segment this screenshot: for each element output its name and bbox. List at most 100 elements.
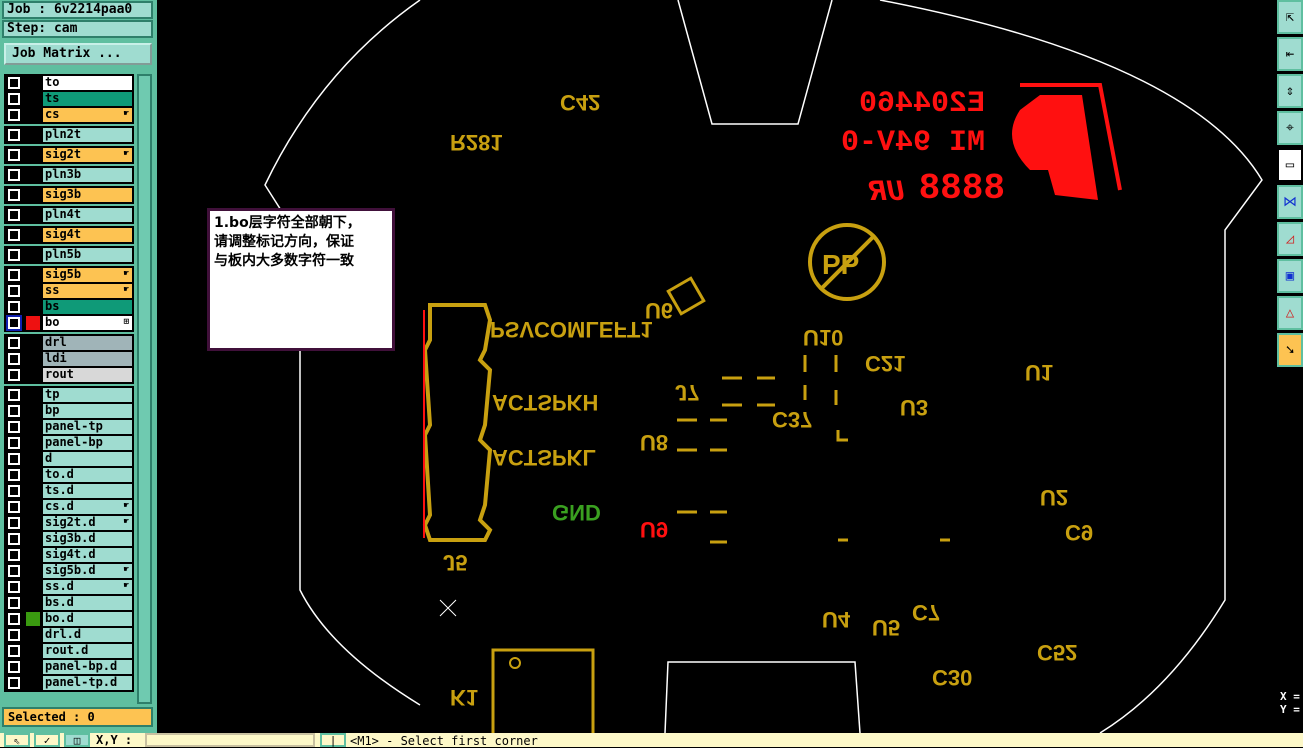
layer-name[interactable]: rout.d [43, 644, 132, 658]
layer-row-pln5b[interactable]: pln5b [6, 247, 132, 263]
layer-row-sig3b.d[interactable]: sig3b.d [6, 531, 132, 547]
work-layer-indicator[interactable] [26, 500, 40, 514]
work-layer-indicator[interactable] [26, 516, 40, 530]
work-layer-indicator[interactable] [26, 660, 40, 674]
layer-row-sig2t.d[interactable]: sig2t.d☛ [6, 515, 132, 531]
layer-name[interactable]: sig4t.d [43, 548, 132, 562]
work-layer-indicator[interactable] [26, 644, 40, 658]
layer-checkbox[interactable] [7, 436, 21, 450]
layer-row-bo[interactable]: bo⊞ [6, 315, 132, 331]
layer-checkbox[interactable] [7, 76, 21, 90]
xy-input[interactable] [145, 733, 315, 747]
layer-name[interactable]: bs.d [43, 596, 132, 610]
work-layer-indicator[interactable] [26, 284, 40, 298]
layer-checkbox[interactable] [7, 336, 21, 350]
layer-name[interactable]: pln2t [43, 128, 132, 142]
layer-checkbox[interactable] [7, 404, 21, 418]
layer-name[interactable]: pln3b [43, 168, 132, 182]
layer-checkbox[interactable] [7, 532, 21, 546]
layer-row-tp[interactable]: tp [6, 387, 132, 403]
layer-checkbox[interactable] [7, 108, 21, 122]
layer-checkbox[interactable] [7, 484, 21, 498]
zoom-fit-icon[interactable]: ⇕ [1277, 74, 1303, 108]
layer-checkbox[interactable] [7, 284, 21, 298]
work-layer-indicator[interactable] [26, 248, 40, 262]
layer-checkbox[interactable] [7, 564, 21, 578]
layer-name[interactable]: cs☛ [43, 108, 132, 122]
layer-name[interactable]: sig5b☛ [43, 268, 132, 282]
layer-checkbox[interactable] [7, 580, 21, 594]
layer-name[interactable]: ss.d☛ [43, 580, 132, 594]
work-layer-indicator[interactable] [26, 452, 40, 466]
layer-name[interactable]: to [43, 76, 132, 90]
layer-row-ts[interactable]: ts [6, 91, 132, 107]
layer-name[interactable]: rout [43, 368, 132, 382]
work-layer-indicator[interactable] [26, 532, 40, 546]
layer-name[interactable]: panel-bp.d [43, 660, 132, 674]
layer-row-to.d[interactable]: to.d [6, 467, 132, 483]
layer-name[interactable]: cs.d☛ [43, 500, 132, 514]
work-layer-indicator[interactable] [26, 676, 40, 690]
layer-checkbox[interactable] [7, 92, 21, 106]
layer-row-pln4t[interactable]: pln4t [6, 207, 132, 223]
layer-row-bp[interactable]: bp [6, 403, 132, 419]
layer-checkbox[interactable] [7, 128, 21, 142]
pan-icon[interactable]: ⇱ [1277, 0, 1303, 34]
layer-row-d[interactable]: d [6, 451, 132, 467]
work-layer-indicator[interactable] [26, 148, 40, 162]
layer-name[interactable]: pln5b [43, 248, 132, 262]
layer-row-bo.d[interactable]: bo.d [6, 611, 132, 627]
work-layer-indicator[interactable] [26, 128, 40, 142]
work-layer-indicator[interactable] [26, 168, 40, 182]
layer-checkbox[interactable] [7, 168, 21, 182]
layer-name[interactable]: sig2t☛ [43, 148, 132, 162]
angle-icon[interactable]: ◿ [1277, 222, 1303, 256]
layer-checkbox[interactable] [7, 268, 21, 282]
layer-name[interactable]: ldi [43, 352, 132, 366]
layer-name[interactable]: drl [43, 336, 132, 350]
layer-name[interactable]: sig2t.d☛ [43, 516, 132, 530]
layer-name[interactable]: ts.d [43, 484, 132, 498]
arrow-tool-icon[interactable]: ⇖ [4, 733, 30, 747]
work-layer-indicator[interactable] [26, 188, 40, 202]
layer-name[interactable]: sig4t [43, 228, 132, 242]
layer-checkbox[interactable] [7, 644, 21, 658]
layer-row-pln3b[interactable]: pln3b [6, 167, 132, 183]
layer-checkbox[interactable] [7, 188, 21, 202]
layer-checkbox[interactable] [7, 368, 21, 382]
layer-name[interactable]: ss☛ [43, 284, 132, 298]
layer-row-to[interactable]: to [6, 75, 132, 91]
work-layer-indicator[interactable] [26, 484, 40, 498]
work-layer-indicator[interactable] [26, 300, 40, 314]
layer-name[interactable]: bp [43, 404, 132, 418]
work-layer-indicator[interactable] [26, 628, 40, 642]
layer-row-drl.d[interactable]: drl.d [6, 627, 132, 643]
select-pointer-icon[interactable]: ➘ [1277, 333, 1303, 367]
work-layer-indicator[interactable] [26, 404, 40, 418]
job-matrix-button[interactable]: Job Matrix ... [4, 43, 152, 65]
layer-name[interactable]: to.d [43, 468, 132, 482]
work-layer-indicator[interactable] [26, 368, 40, 382]
work-layer-indicator[interactable] [26, 208, 40, 222]
work-layer-indicator[interactable] [26, 108, 40, 122]
layer-row-panel-bp.d[interactable]: panel-bp.d [6, 659, 132, 675]
layer-name[interactable]: ts [43, 92, 132, 106]
layer-name[interactable]: sig5b.d☛ [43, 564, 132, 578]
layer-row-cs.d[interactable]: cs.d☛ [6, 499, 132, 515]
layer-checkbox[interactable] [7, 300, 21, 314]
layer-name[interactable]: bs [43, 300, 132, 314]
work-layer-indicator[interactable] [26, 352, 40, 366]
layer-row-sig5b.d[interactable]: sig5b.d☛ [6, 563, 132, 579]
layer-row-rout.d[interactable]: rout.d [6, 643, 132, 659]
layer-name[interactable]: panel-tp.d [43, 676, 132, 690]
layer-row-ts.d[interactable]: ts.d [6, 483, 132, 499]
layer-name[interactable]: d [43, 452, 132, 466]
fill-mode-icon[interactable]: ▭ [1277, 148, 1303, 182]
layer-row-sig2t[interactable]: sig2t☛ [6, 147, 132, 163]
layer-checkbox[interactable] [7, 352, 21, 366]
layer-checkbox[interactable] [6, 315, 22, 331]
layer-checkbox[interactable] [7, 660, 21, 674]
layer-row-sig5b[interactable]: sig5b☛ [6, 267, 132, 283]
input-toggle-icon[interactable]: | [320, 733, 346, 747]
layer-name[interactable]: tp [43, 388, 132, 402]
